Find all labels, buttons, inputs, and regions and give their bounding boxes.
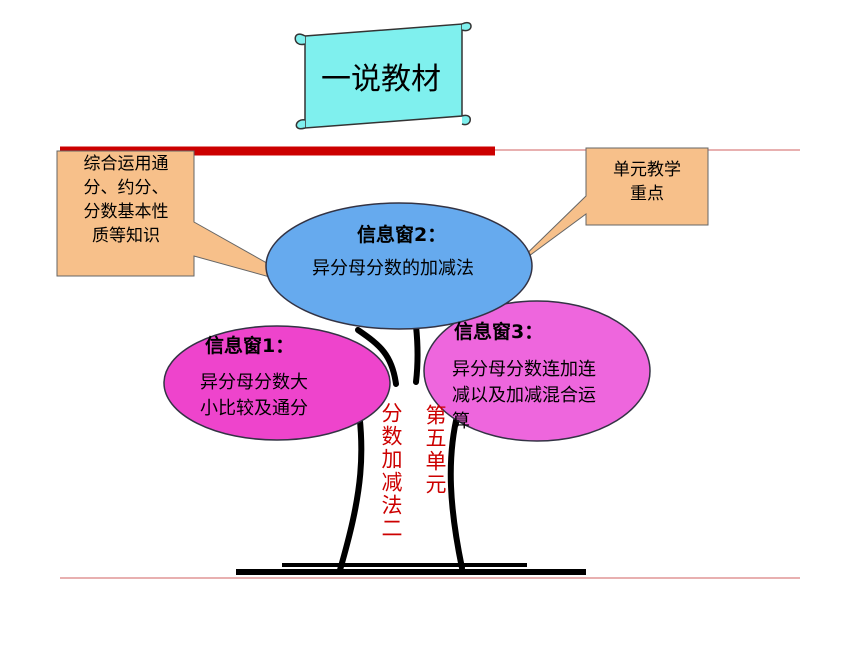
callout-right-line: 单元教学 <box>613 160 681 180</box>
window3-body-line: 异分母分数连加连 <box>452 359 596 380</box>
scroll-banner <box>294 21 472 130</box>
callout-right-text: 单元教学 重点 <box>588 158 706 206</box>
window1-body-line: 小比较及通分 <box>200 398 308 419</box>
callout-right-line: 重点 <box>630 184 664 204</box>
window2-body: 异分母分数的加减法 <box>312 258 474 279</box>
page-title: 一说教材 <box>321 62 441 97</box>
ground-line-upper <box>282 563 527 567</box>
window3-ellipse <box>423 300 651 442</box>
ground-line <box>236 569 586 575</box>
window3-body-line: 算 <box>452 411 470 432</box>
window1-body-line: 异分母分数大 <box>200 372 308 393</box>
window3-title: 信息窗3： <box>454 321 544 343</box>
callout-left-shape <box>56 150 314 290</box>
callout-left-text: 综合运用通 分、约分、 分数基本性 质等知识 <box>60 152 192 248</box>
window3-body-line: 减以及加减混合运 <box>452 385 596 406</box>
trunk-label-right: 第五单元 <box>423 404 447 496</box>
callout-left-line: 分、约分、 <box>83 178 169 198</box>
callout-left-line: 分数基本性 <box>83 202 169 222</box>
window2-title: 信息窗2： <box>357 224 447 246</box>
trunk-label-left: 分数加减法二 <box>379 402 403 540</box>
window1-ellipse <box>163 325 391 441</box>
callout-left-line: 综合运用通 <box>83 154 169 174</box>
callout-right-shape <box>509 147 709 271</box>
callout-left-line: 质等知识 <box>92 226 160 246</box>
window1-body: 异分母分数大 小比较及通分 <box>200 370 370 422</box>
window2-ellipse <box>265 202 533 330</box>
window3-body: 异分母分数连加连 减以及加减混合运 算 <box>452 357 652 435</box>
window1-title: 信息窗1： <box>205 335 295 357</box>
